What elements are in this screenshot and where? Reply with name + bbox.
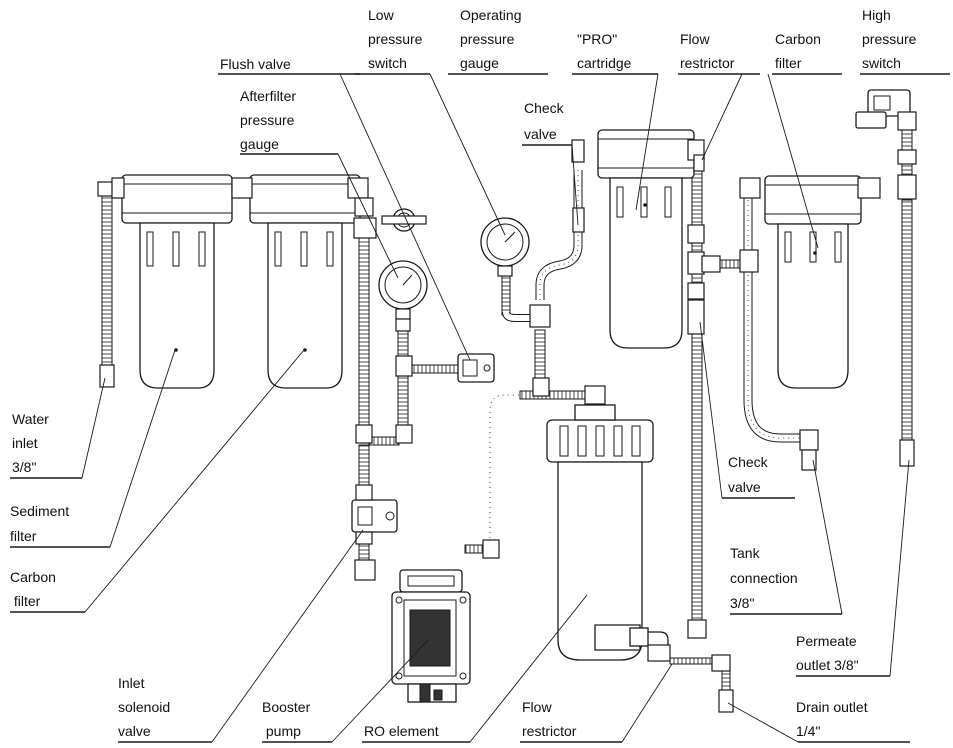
label-operating-pressure-gauge: pressure	[460, 31, 515, 47]
pro-cartridge-housing	[597, 129, 695, 349]
inlet-solenoid-valve	[351, 484, 398, 545]
label-carbon-filter-left: filter	[10, 593, 41, 609]
label-flow-restrictor-bottom: Flow	[522, 699, 552, 715]
label-drain-outlet: 1/4"	[796, 723, 820, 739]
fittings	[97, 139, 917, 713]
pressure-gauge-icon	[381, 208, 427, 232]
label-check-valve-top: valve	[524, 126, 557, 142]
label-afterfilter-pressure-gauge: gauge	[240, 136, 279, 152]
label-low-pressure-switch: Low	[368, 7, 395, 23]
label-afterfilter-pressure-gauge: Afterfilter	[240, 88, 296, 104]
label-high-pressure-switch: switch	[862, 55, 901, 71]
label-inlet-solenoid-valve: Inlet	[118, 675, 145, 691]
label-high-pressure-switch: High	[862, 7, 891, 23]
label-operating-pressure-gauge: gauge	[460, 55, 499, 71]
label-pro-cartridge: "PRO"	[577, 31, 617, 47]
carbon-filter-right-housing	[764, 175, 862, 389]
label-drain-outlet: Drain outlet	[796, 699, 868, 715]
label-flow-restrictor-bottom: restrictor	[522, 723, 577, 739]
label-inlet-solenoid-valve: valve	[118, 723, 151, 739]
label-low-pressure-switch: switch	[368, 55, 407, 71]
label-inlet-solenoid-valve: solenoid	[118, 699, 170, 715]
label-pro-cartridge: cartridge	[577, 55, 632, 71]
label-carbon-filter-top: Carbon	[775, 31, 821, 47]
label-carbon-filter-left: Carbon	[10, 569, 56, 585]
label-permeate-outlet: outlet 3/8"	[796, 657, 859, 673]
label-flow-restrictor-top: restrictor	[680, 55, 735, 71]
label-afterfilter-pressure-gauge: pressure	[240, 112, 295, 128]
label-permeate-outlet: Permeate	[796, 633, 857, 649]
label-check-valve-right: Check	[728, 454, 769, 470]
pressure-gauge-icon	[378, 260, 428, 332]
sediment-filter-housing	[121, 174, 233, 389]
pressure-gauge-icon	[480, 217, 530, 277]
label-water-inlet: 3/8"	[12, 459, 36, 475]
leader-lines	[10, 73, 950, 743]
label-flow-restrictor-top: Flow	[680, 31, 710, 47]
label-check-valve-top: Check	[524, 100, 565, 116]
label-sediment-filter: filter	[10, 528, 37, 544]
low-pressure-switch	[457, 353, 495, 383]
label-ro-element: RO element	[364, 723, 439, 739]
booster-pump	[391, 569, 471, 703]
ro-element-housing	[546, 404, 669, 661]
label-tank-connection: 3/8"	[730, 595, 754, 611]
label-flush-valve: Flush valve	[220, 56, 291, 72]
label-water-inlet: inlet	[12, 435, 38, 451]
label-low-pressure-switch: pressure	[368, 31, 423, 47]
tubing	[101, 129, 913, 691]
labels: Flush valve Low pressure switch Operatin…	[10, 7, 917, 739]
high-pressure-switch	[855, 89, 917, 131]
label-water-inlet: Water	[12, 411, 49, 427]
label-operating-pressure-gauge: Operating	[460, 7, 521, 23]
label-carbon-filter-top: filter	[775, 55, 802, 71]
label-booster-pump: pump	[262, 723, 301, 739]
label-tank-connection: Tank	[730, 545, 761, 561]
label-sediment-filter: Sediment	[10, 503, 69, 519]
label-check-valve-right: valve	[728, 479, 761, 495]
label-booster-pump: Booster	[262, 699, 311, 715]
carbon-filter-left-housing	[249, 174, 361, 389]
label-high-pressure-switch: pressure	[862, 31, 917, 47]
label-tank-connection: connection	[730, 570, 798, 586]
